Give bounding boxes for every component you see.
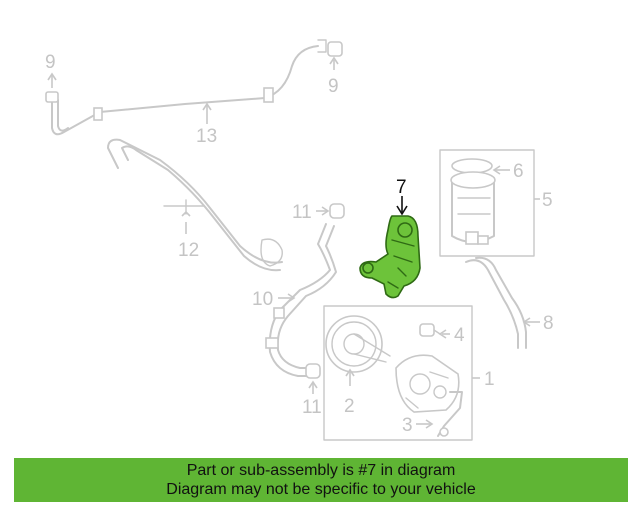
callout-10: 10 xyxy=(252,289,273,310)
callout-8: 8 xyxy=(543,313,554,334)
callout-2: 2 xyxy=(344,396,355,417)
callout-4: 4 xyxy=(454,325,465,346)
clamp-11-top xyxy=(316,203,345,219)
callout-11-bottom: 11 xyxy=(302,397,322,418)
hose-13 xyxy=(51,39,327,136)
callout-1: 1 xyxy=(484,369,495,390)
callout-7: 7 xyxy=(396,177,407,198)
hose-8 xyxy=(465,256,540,349)
callout-12: 12 xyxy=(178,240,199,261)
clamp-9-left xyxy=(45,72,59,103)
callout-6: 6 xyxy=(513,161,524,182)
pump-assembly xyxy=(323,305,480,441)
callout-9-right: 9 xyxy=(328,76,339,97)
banner-line-1: Part or sub-assembly is #7 in diagram xyxy=(186,462,456,479)
banner-line-2: Diagram may not be specific to your vehi… xyxy=(166,481,476,498)
callout-3: 3 xyxy=(402,415,413,436)
callout-9-left: 9 xyxy=(45,52,56,73)
hose-10 xyxy=(265,223,337,377)
clamp-9-right xyxy=(327,41,343,70)
clamp-11-bottom xyxy=(305,363,321,394)
callout-5: 5 xyxy=(542,190,553,211)
hose-12 xyxy=(107,138,283,272)
info-banner: Part or sub-assembly is #7 in diagram Di… xyxy=(14,458,628,502)
reservoir-assembly xyxy=(439,149,540,257)
callout-11-top: 11 xyxy=(292,202,312,223)
bracket-7-highlighted xyxy=(359,196,421,299)
callout-13: 13 xyxy=(196,126,217,147)
parts-diagram: 9 9 13 12 11 10 11 2 3 4 1 8 5 6 7 xyxy=(45,39,554,441)
